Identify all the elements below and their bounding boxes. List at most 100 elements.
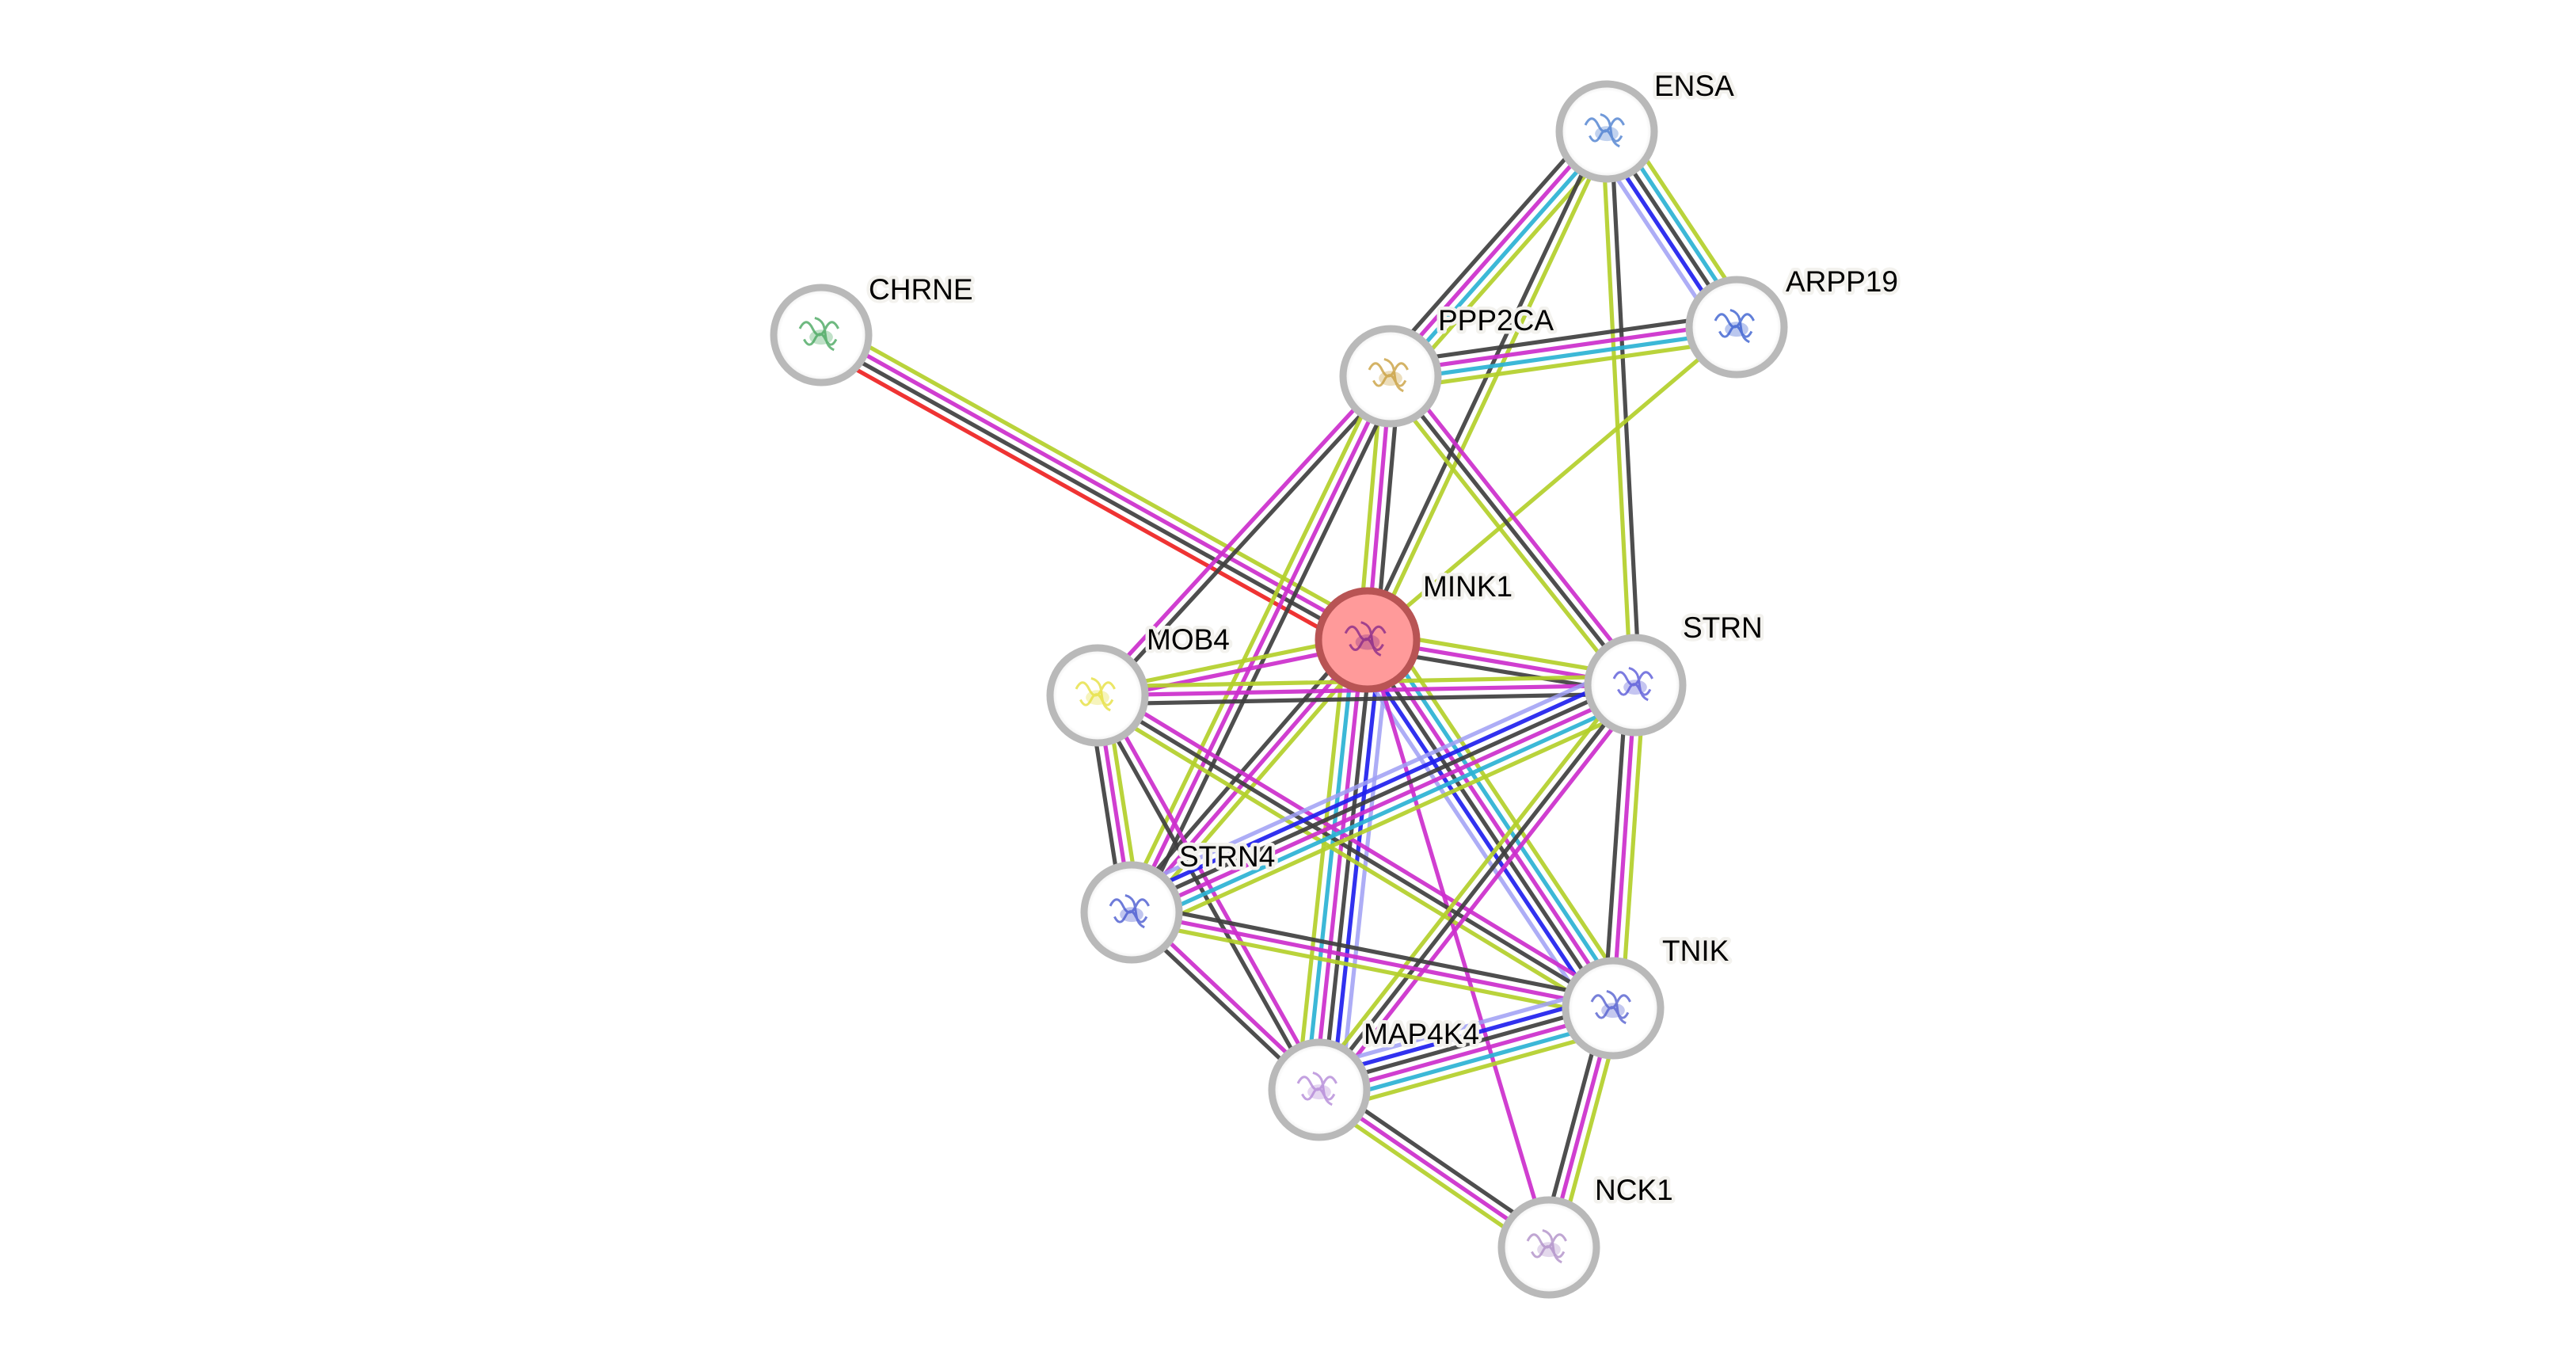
edge-line-textmining bbox=[1619, 685, 1646, 1009]
edge-mob4-tnik[interactable] bbox=[1091, 686, 1619, 1018]
protein-structure-icon bbox=[1612, 666, 1653, 702]
edge-line-textmining bbox=[1369, 132, 1613, 643]
node-label: NCK1 bbox=[1595, 1174, 1673, 1206]
edge-line-coexpression bbox=[1132, 901, 1615, 1002]
edge-arpp19-mink1[interactable] bbox=[1366, 326, 1738, 642]
protein-structure-icon bbox=[1590, 989, 1631, 1025]
protein-structure-icon bbox=[1714, 308, 1755, 344]
node-label: STRN4 bbox=[1179, 840, 1275, 873]
edge-strn-tnik[interactable] bbox=[1602, 684, 1646, 1009]
edge-line-textmining bbox=[1296, 637, 1349, 1088]
edge-line-textmining bbox=[1324, 1026, 1620, 1114]
edge-line-coexpression bbox=[1608, 131, 1642, 685]
edge-line-database bbox=[1392, 132, 1612, 381]
edge-line-database bbox=[1391, 329, 1738, 383]
edge-line-database bbox=[1136, 695, 1642, 927]
edge-mink1-map4k4[interactable] bbox=[1296, 637, 1391, 1093]
edge-ppp2ca-strn[interactable] bbox=[1382, 369, 1644, 692]
protein-structure-icon bbox=[1368, 357, 1409, 393]
node-label: MAP4K4 bbox=[1364, 1018, 1479, 1050]
node-map4k4[interactable]: MAP4K4 bbox=[1268, 1015, 1483, 1141]
edge-line-textmining bbox=[1600, 131, 1634, 686]
edge-ensa-mink1[interactable] bbox=[1361, 128, 1613, 643]
node-ensa[interactable]: ENSA bbox=[1555, 67, 1738, 183]
node-label: STRN bbox=[1683, 611, 1763, 644]
protein-structure-icon bbox=[798, 316, 839, 352]
edge-line-database bbox=[1304, 638, 1357, 1089]
edge-line-cooccurrence bbox=[1330, 641, 1383, 1092]
edge-mink1-nck1[interactable] bbox=[1365, 639, 1551, 1248]
node-label: PPP2CA bbox=[1438, 304, 1554, 337]
edge-line-textmining bbox=[1311, 678, 1630, 1086]
edge-line-coexpression bbox=[1388, 312, 1736, 366]
edge-line-coexpression bbox=[1321, 640, 1375, 1091]
node-label: MINK1 bbox=[1423, 570, 1512, 603]
edge-line-coexpression bbox=[1602, 684, 1629, 1008]
edge-line-textmining bbox=[1091, 701, 1610, 1018]
node-mink1[interactable]: MINK1 bbox=[1315, 567, 1516, 693]
edge-line-coexpression bbox=[1317, 684, 1638, 1091]
edge-line-experimental bbox=[1101, 686, 1619, 1003]
protein-structure-icon bbox=[1109, 893, 1150, 929]
edge-line-coexpression bbox=[1123, 633, 1363, 908]
node-strn4[interactable]: STRN4 bbox=[1080, 837, 1279, 964]
edge-line-coexpression bbox=[1379, 121, 1599, 369]
edge-line-experimental bbox=[1131, 910, 1614, 1011]
edge-line-textmining bbox=[1140, 703, 1646, 935]
protein-structure-icon bbox=[1526, 1228, 1567, 1264]
protein-structure-icon bbox=[1584, 112, 1625, 148]
edge-line-coexpression bbox=[1098, 691, 1636, 706]
edge-line-cooccurrence bbox=[1355, 645, 1604, 1017]
edge-line-textmining bbox=[1382, 380, 1630, 692]
node-label: MOB4 bbox=[1147, 623, 1230, 656]
edge-line-experimental bbox=[1369, 636, 1619, 1007]
node-label: ENSA bbox=[1654, 70, 1734, 102]
edge-line-cooccurrence bbox=[1125, 671, 1631, 903]
edge-line-coexpression bbox=[1128, 679, 1634, 911]
edge-strn4-tnik[interactable] bbox=[1129, 901, 1615, 1019]
node-strn[interactable]: STRN bbox=[1584, 608, 1766, 737]
node-tnik[interactable]: TNIK bbox=[1562, 931, 1733, 1060]
edge-ensa-strn[interactable] bbox=[1600, 131, 1642, 686]
protein-structure-icon bbox=[1075, 676, 1116, 712]
edge-line-experimental bbox=[1389, 320, 1737, 375]
edge-line-experimental bbox=[1365, 639, 1551, 1248]
edge-line-gene_fusion bbox=[813, 345, 1363, 653]
edge-line-textmining bbox=[1121, 371, 1385, 910]
edge-line-textmining bbox=[1366, 326, 1738, 642]
edge-line-experimental bbox=[1093, 371, 1389, 695]
edge-line-database bbox=[1376, 631, 1626, 1003]
edge-line-textmining bbox=[1391, 337, 1739, 391]
edge-line-experimental bbox=[1132, 687, 1638, 919]
edge-line-experimental bbox=[1395, 369, 1644, 681]
edge-line-homology bbox=[1121, 663, 1627, 895]
node-mob4[interactable]: MOB4 bbox=[1046, 620, 1233, 747]
edge-line-experimental bbox=[1312, 639, 1366, 1090]
edge-line-homology bbox=[1312, 984, 1608, 1072]
nodes-layer: MINK1 ENSA ARPP19 CHRNE PPP2CA MOB4 STRN STRN4T… bbox=[770, 67, 1901, 1299]
node-label: CHRNE bbox=[869, 273, 973, 306]
edge-line-experimental bbox=[1611, 684, 1638, 1009]
edge-line-textmining bbox=[1129, 919, 1612, 1019]
edge-line-coexpression bbox=[1388, 375, 1638, 687]
edge-line-coexpression bbox=[1137, 379, 1401, 917]
node-ppp2ca[interactable]: PPP2CA bbox=[1339, 301, 1558, 428]
edge-ppp2ca-mob4[interactable] bbox=[1093, 371, 1395, 700]
edge-strn-map4k4[interactable] bbox=[1311, 678, 1644, 1097]
node-chrne[interactable]: CHRNE bbox=[770, 270, 976, 386]
edge-line-cooccurrence bbox=[1315, 993, 1611, 1080]
edge-ppp2ca-arpp19[interactable] bbox=[1388, 312, 1739, 391]
edge-line-coexpression bbox=[1099, 377, 1395, 700]
node-nck1[interactable]: NCK1 bbox=[1497, 1171, 1676, 1299]
edge-line-coexpression bbox=[1361, 128, 1605, 639]
edge-strn-strn4[interactable] bbox=[1121, 663, 1646, 935]
protein-structure-icon bbox=[1344, 621, 1387, 657]
edge-line-experimental bbox=[1385, 127, 1605, 375]
edge-line-coexpression bbox=[1362, 641, 1611, 1012]
node-label: ARPP19 bbox=[1786, 265, 1898, 298]
node-label: TNIK bbox=[1662, 935, 1729, 967]
edge-line-database bbox=[1322, 1019, 1618, 1105]
edge-line-experimental bbox=[1324, 689, 1644, 1097]
node-arpp19[interactable]: ARPP19 bbox=[1685, 262, 1901, 379]
